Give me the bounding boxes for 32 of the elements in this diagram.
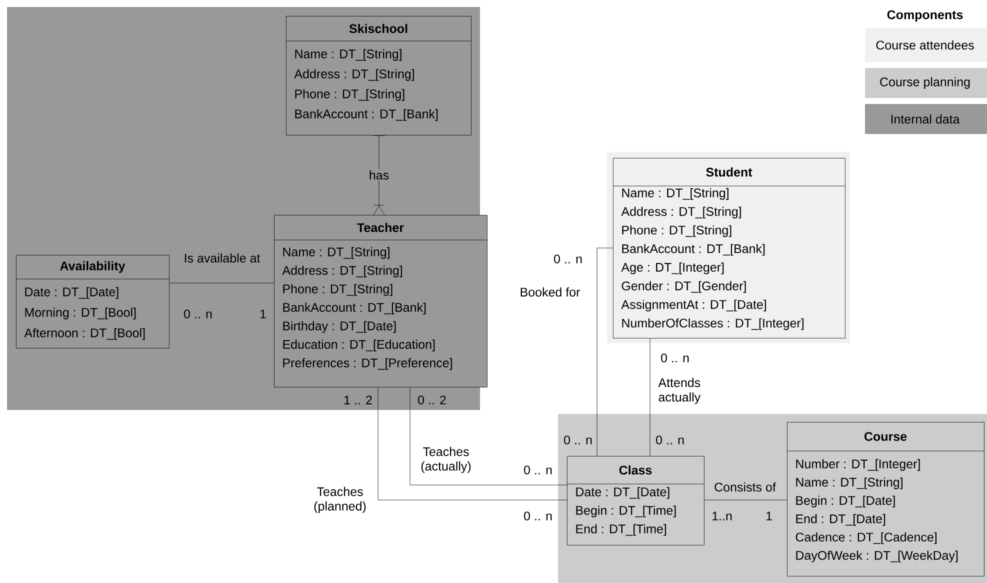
multiplicity-label: 1 .. 2 (344, 396, 372, 404)
connector (372, 135, 386, 215)
multiplicity-label: 0 .. n (661, 354, 689, 362)
multiplicity-label: 0 .. 2 (418, 396, 446, 404)
class-box: Availability Date : DT_[Date] Morning : DT_[Bool] Afternoon : DT_[Bool] (16, 255, 170, 348)
multiplicity-label: 1..n (712, 512, 732, 520)
multiplicity-label: 0 .. n (524, 466, 552, 474)
legend-item: Course planning (865, 68, 987, 98)
connector (169, 282, 274, 284)
class-box: Student Name : DT_[String] Address : DT_[String] Phone : DT_[String] BankAccount : DT_[Bank] Age : DT_[Integer] Gender : DT_[Gender] AssignmentAt : DT_[Date] NumberOfClasses : DT_[Integer] (612, 158, 846, 338)
class-box: Class Date : DT_[Date] Begin : DT_[Time] End : DT_[Time] (566, 456, 704, 546)
connector (596, 248, 614, 456)
edge-label: Is available at (184, 253, 260, 263)
class-box: Course Number : DT_[Integer] Name : DT_[String] Begin : DT_[Date] End : DT_[Date] Cadence : DT_[Cadence] DayOfWeek : DT_[WeekDay] (786, 422, 984, 576)
class-box: Teacher Name : DT_[String] Address : DT_[String] Phone : DT_[String] BankAccount : DT_[Bank] Birthday : DT_[Date] Education : DT_[Education] Preferences : DT_[Preference] (274, 215, 488, 388)
multiplicity-label: 0 .. n (554, 254, 582, 264)
edge-label: Teaches (planned) (314, 486, 366, 514)
legend-title: Components (887, 10, 963, 22)
multiplicity-label: 0 .. n (184, 310, 212, 318)
connector (410, 387, 568, 486)
multiplicity-label: 0 .. n (524, 512, 552, 520)
multiplicity-label: 0 .. n (656, 436, 684, 444)
edge-label: Teaches (actually) (421, 446, 471, 474)
legend-item: Course attendees (865, 28, 987, 62)
edge-label: Attends actually (658, 378, 701, 404)
class-box: Skischool Name : DT_[String] Address : DT_[String] Phone : DT_[String] BankAccount : DT_[Bank] (286, 16, 472, 136)
multiplicity-label: 1 (766, 512, 772, 520)
edge-label: Booked for (520, 287, 580, 297)
edge-label: Consists of (714, 482, 776, 492)
connector (378, 387, 568, 500)
multiplicity-label: 0 .. n (564, 436, 592, 444)
legend-item: Internal data (865, 104, 987, 134)
